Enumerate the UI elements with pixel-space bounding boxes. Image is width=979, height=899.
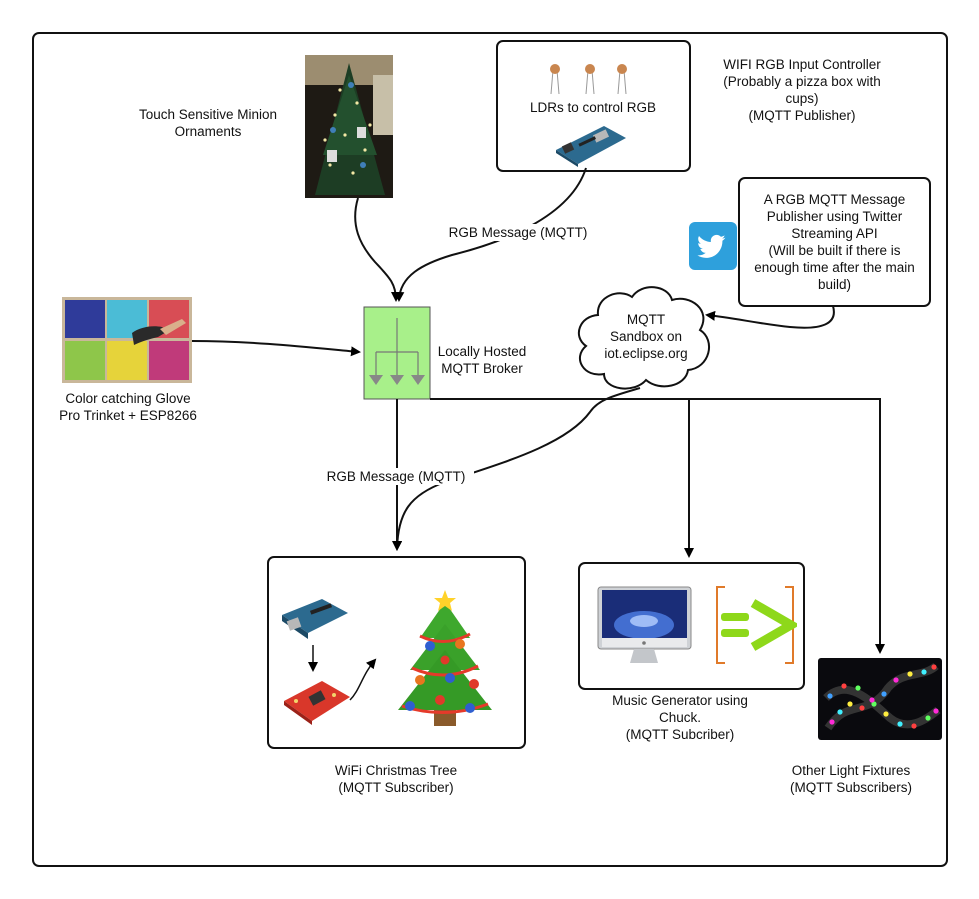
fixtures-line-2: (MQTT Subscribers) (789, 780, 912, 795)
glove-line-2: Pro Trinket + ESP8266 (59, 408, 197, 423)
ldr-sensor-icon (545, 62, 635, 96)
fixtures-line-1: Other Light Fixtures (791, 763, 911, 778)
broker-line-1: Locally Hosted (437, 344, 527, 359)
arrow-broker-fixtures (689, 398, 885, 654)
sandbox-label: MQTT Sandbox on iot.eclipse.org (598, 311, 694, 362)
wifi-input-line-4: (MQTT Publisher) (748, 108, 856, 123)
arrow-ornaments-broker (354, 197, 401, 302)
music-label: Music Generator using Chuck. (MQTT Subcr… (600, 692, 760, 743)
touch-ornaments-line-2: Ornaments (174, 124, 242, 139)
ldr-label: LDRs to control RGB (529, 100, 657, 115)
glove-line-1: Color catching Glove (65, 391, 191, 406)
fixtures-label: Other Light Fixtures (MQTT Subscribers) (776, 762, 926, 796)
rgb-message-bottom-label: RGB Message (MQTT) (318, 468, 474, 485)
arrow-cloud-tree (392, 387, 641, 551)
sandbox-line-3: iot.eclipse.org (604, 346, 688, 361)
wifi-shield-icon (280, 675, 352, 727)
sandbox-line-2: Sandbox on (609, 329, 683, 344)
wifi-input-line-3: cups) (785, 91, 819, 106)
tree-ornaments-photo (305, 55, 393, 198)
broker-fanout-arrows (369, 375, 425, 385)
twitter-publisher-line-5: enough time after the main (754, 260, 915, 275)
tree-line-2: (MQTT Subscriber) (338, 780, 454, 795)
music-line-2: Chuck. (658, 710, 702, 725)
music-line-1: Music Generator using (612, 693, 748, 708)
twitter-bird-icon (689, 222, 737, 270)
broker-fanout-icon (375, 318, 419, 378)
outer-frame (32, 32, 948, 867)
led-strip-photo (818, 658, 942, 740)
broker-label: Locally Hosted MQTT Broker (433, 343, 531, 377)
touch-ornaments-label: Touch Sensitive Minion Ornaments (118, 106, 298, 140)
twitter-publisher-line-4: (Will be built if there is (768, 243, 901, 258)
christmas-tree-icon (390, 588, 500, 730)
touch-ornaments-line-1: Touch Sensitive Minion (138, 107, 278, 122)
twitter-publisher-label: A RGB MQTT Message Publisher using Twitt… (741, 191, 928, 293)
glove-photo (62, 297, 192, 383)
rgb-message-top-label: RGB Message (MQTT) (440, 224, 596, 241)
arduino-board-icon-2 (278, 595, 350, 643)
wifi-input-line-2: (Probably a pizza box with (723, 74, 881, 89)
twitter-publisher-line-3: Streaming API (791, 226, 878, 241)
arrow-glove-broker (191, 340, 361, 357)
chuck-logo-icon (713, 583, 797, 667)
ldr-box[interactable] (496, 40, 691, 172)
arduino-board-icon (548, 120, 630, 168)
twitter-publisher-box[interactable] (738, 177, 931, 307)
twitter-publisher-line-2: Publisher using Twitter (766, 209, 903, 224)
twitter-publisher-line-1: A RGB MQTT Message (763, 192, 906, 207)
twitter-publisher-line-6: build) (817, 277, 852, 292)
imac-icon (596, 585, 693, 667)
broker-line-2: MQTT Broker (441, 361, 523, 376)
wifi-input-label: WIFI RGB Input Controller (Probably a pi… (708, 56, 896, 124)
music-box[interactable] (578, 562, 805, 690)
glove-label: Color catching Glove Pro Trinket + ESP82… (48, 390, 208, 424)
music-line-3: (MQTT Subcriber) (625, 727, 735, 742)
sandbox-line-1: MQTT (626, 312, 666, 327)
wifi-input-line-1: WIFI RGB Input Controller (723, 57, 881, 72)
tree-label: WiFi Christmas Tree (MQTT Subscriber) (318, 762, 474, 796)
arrow-shield-tree (349, 658, 377, 701)
arrow-ldr-broker (394, 167, 587, 302)
christmas-tree-box[interactable] (267, 556, 526, 749)
mqtt-sandbox-cloud[interactable] (577, 286, 710, 390)
arrow-twitter-cloud (705, 305, 835, 329)
tree-line-1: WiFi Christmas Tree (334, 763, 458, 778)
